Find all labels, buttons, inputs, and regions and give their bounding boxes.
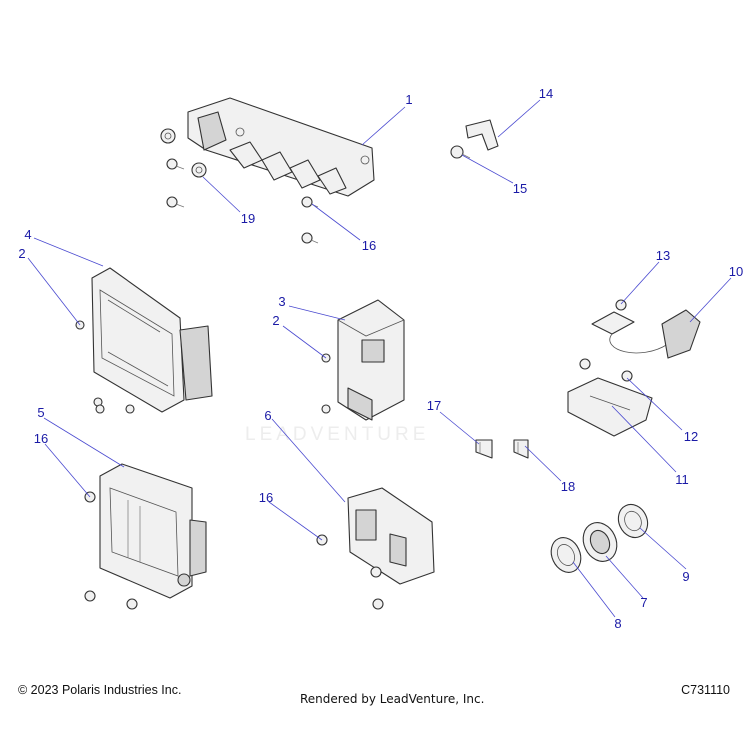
callout-2b[interactable]: 2 [272,313,279,328]
callout-18[interactable]: 18 [561,479,575,494]
callout-4[interactable]: 4 [24,227,31,242]
callouts: 1 14 15 19 16 4 2 3 2 13 10 12 11 17 18 … [18,86,743,631]
part-11-mounting-bracket[interactable] [567,377,653,437]
callout-9[interactable]: 9 [682,569,689,584]
part-17-clip[interactable] [475,439,493,459]
part-3-control-module[interactable] [337,299,405,421]
diagram-code: C731110 [681,683,730,697]
part-18-clip[interactable] [513,439,529,459]
callout-16b[interactable]: 16 [34,431,48,446]
callout-7[interactable]: 7 [640,595,647,610]
part-8-cap[interactable] [546,533,587,577]
part-4-ecu-module[interactable] [91,267,213,413]
part-19-nuts[interactable] [160,128,207,178]
callout-13[interactable]: 13 [656,248,670,263]
callout-11[interactable]: 11 [675,472,689,487]
rendered-by-text: Rendered by LeadVenture, Inc. [300,692,485,706]
callout-10[interactable]: 10 [729,264,743,279]
copyright-text: © 2023 Polaris Industries Inc. [18,683,182,697]
part-10-sensor-harness[interactable] [591,309,701,359]
callout-1[interactable]: 1 [405,92,412,107]
part-6-control-module[interactable] [347,487,435,585]
part-5-ecu-module[interactable] [99,463,207,599]
callout-6[interactable]: 6 [264,408,271,423]
callout-16c[interactable]: 16 [259,490,273,505]
screws-part-3[interactable] [321,353,331,414]
part-1-relay-bracket[interactable] [187,97,375,197]
callout-19[interactable]: 19 [241,211,255,226]
callout-17[interactable]: 17 [427,398,441,413]
callout-12[interactable]: 12 [684,429,698,444]
part-14-bracket[interactable] [465,119,499,151]
leader-lines [27,99,732,618]
part-12-screws[interactable] [579,358,633,382]
part-7-socket[interactable] [577,517,623,567]
part-15-screw[interactable] [450,145,471,159]
callout-3[interactable]: 3 [278,294,285,309]
part-9-nut-ring[interactable] [613,500,653,543]
callout-8[interactable]: 8 [614,616,621,631]
callout-2a[interactable]: 2 [18,246,25,261]
callout-15[interactable]: 15 [513,181,527,196]
callout-14[interactable]: 14 [539,86,553,101]
part-13-nut[interactable] [615,299,627,311]
callout-16a[interactable]: 16 [362,238,376,253]
callout-5[interactable]: 5 [37,405,44,420]
